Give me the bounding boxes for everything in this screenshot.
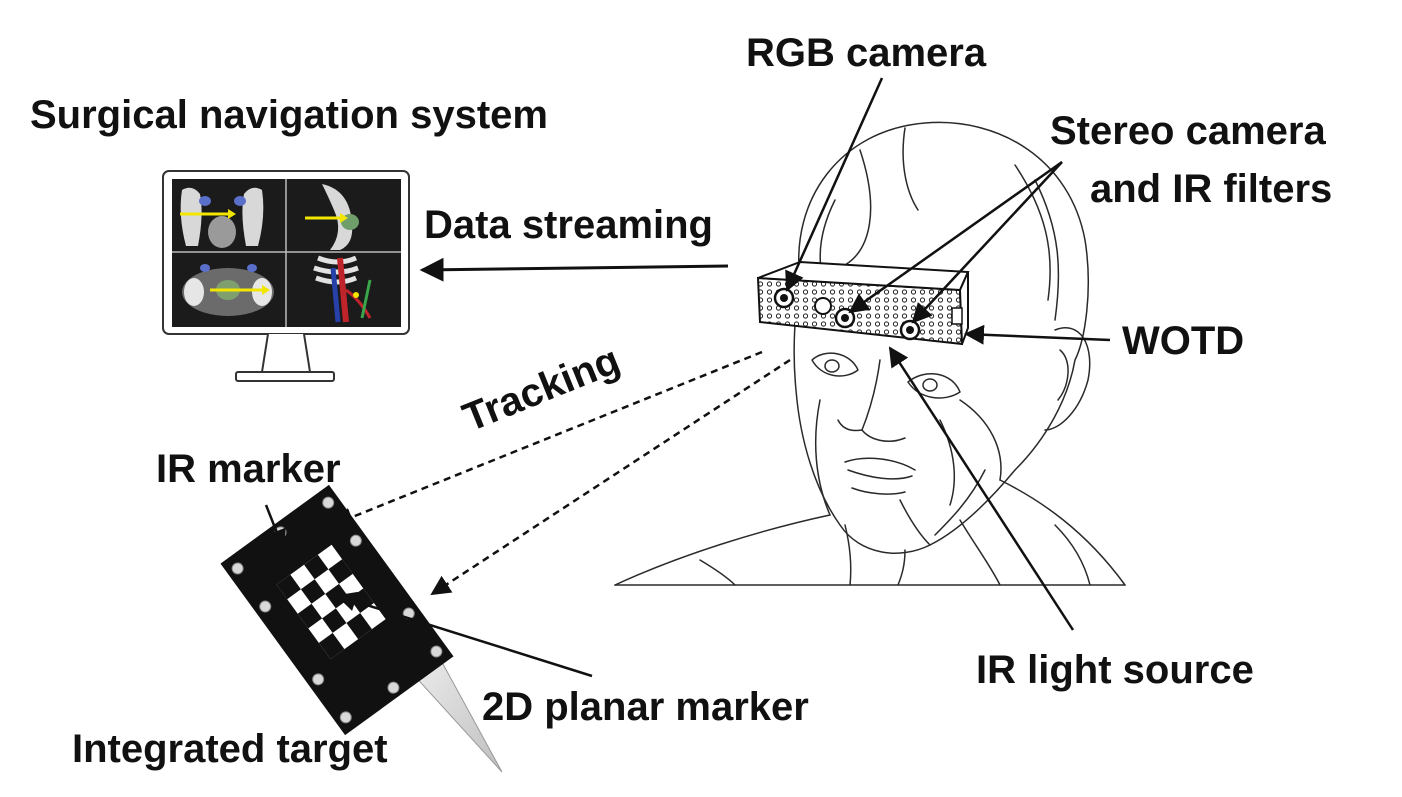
planar-marker-leader xyxy=(336,591,593,678)
label-surgical-navigation: Surgical navigation system xyxy=(30,93,548,137)
tracking-arrow-ir xyxy=(333,350,763,527)
label-integrated-target: Integrated target xyxy=(72,727,388,771)
ct-sagittal-view xyxy=(305,184,359,250)
label-ir-marker: IR marker xyxy=(156,447,341,491)
data-streaming-arrow xyxy=(419,257,729,282)
label-stereo-camera-line2: and IR filters xyxy=(1090,167,1332,211)
connectors xyxy=(264,77,1111,678)
rgb-camera-leader xyxy=(785,77,884,292)
ir-marker-dots xyxy=(231,496,443,724)
label-data-streaming: Data streaming xyxy=(424,203,713,247)
stereo-leader-left xyxy=(848,160,1063,314)
ct-axial-view xyxy=(182,264,274,316)
head-wearing-device-icon xyxy=(614,121,1126,586)
label-wotd: WOTD xyxy=(1122,319,1244,363)
ct-3d-render-view xyxy=(313,255,372,323)
stereo-leader-right xyxy=(911,161,1063,324)
ir-marker-leader xyxy=(264,504,286,550)
label-rgb-camera: RGB camera xyxy=(746,31,987,75)
label-ir-light-source: IR light source xyxy=(976,648,1254,692)
label-stereo-camera-line1: Stereo camera xyxy=(1050,109,1326,153)
label-tracking: Tracking xyxy=(457,338,626,440)
label-2d-planar-marker: 2D planar marker xyxy=(482,685,809,729)
ct-coronal-view xyxy=(180,187,264,248)
wotd-leader xyxy=(964,324,1111,345)
ir-light-leader xyxy=(888,346,1075,631)
monitor-with-ct-scans-icon xyxy=(162,170,410,382)
